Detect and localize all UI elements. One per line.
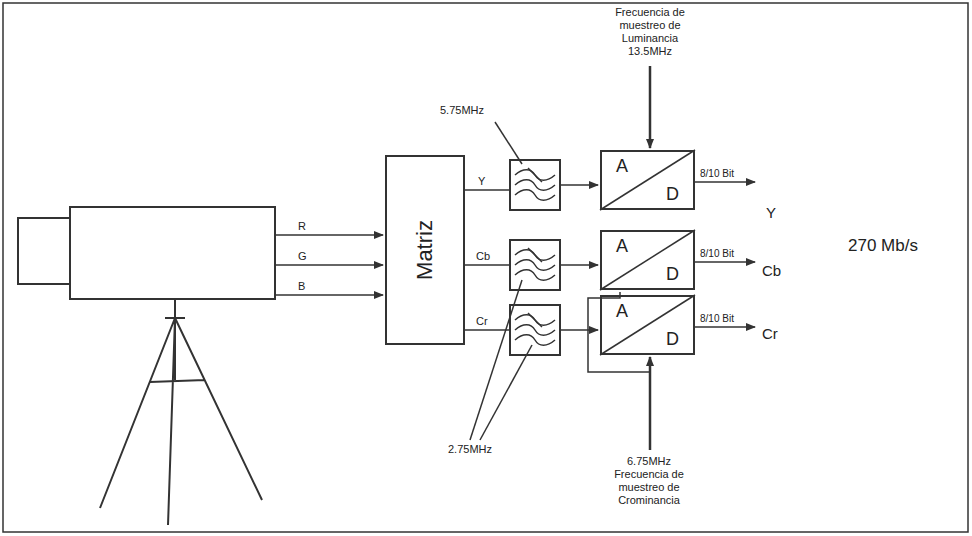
signal-name: Y xyxy=(766,204,776,222)
signal-name: Cr xyxy=(762,325,778,343)
signal-name: Cb xyxy=(762,262,781,280)
frame xyxy=(3,3,968,532)
converter-letter: A xyxy=(616,236,628,257)
converter-letter: A xyxy=(616,301,628,322)
lowpass-filters xyxy=(510,160,560,355)
signal-name: Y xyxy=(478,175,485,188)
bit-depth: 8/10 Bit xyxy=(700,167,734,180)
wires xyxy=(275,66,755,450)
converter-letter: D xyxy=(666,184,679,205)
ad-converter: AD xyxy=(600,230,695,290)
converter-letter: D xyxy=(666,264,679,285)
ad-diagonal xyxy=(600,230,695,290)
ad-diagonal xyxy=(600,150,695,210)
ad-converter: AD xyxy=(600,150,695,210)
camera xyxy=(18,207,275,525)
matrix-box: Matriz xyxy=(385,155,465,345)
box-title: Matriz xyxy=(412,220,438,280)
bit-depth: 8/10 Bit xyxy=(700,247,734,260)
bitrate: 270 Mb/s xyxy=(848,236,918,256)
signal-name: R xyxy=(298,220,306,233)
converter-letter: D xyxy=(666,329,679,350)
signal-name: G xyxy=(298,250,307,263)
signal-name: Cr xyxy=(476,315,488,328)
bit-depth: 8/10 Bit xyxy=(700,312,734,325)
clock-label: Frecuencia de muestreo de Luminancia 13.… xyxy=(610,6,690,58)
ad-converter: AD xyxy=(600,295,695,355)
signal-name: Cb xyxy=(476,250,490,263)
converter-letter: A xyxy=(616,156,628,177)
frequency-label: 2.75MHz xyxy=(448,443,492,456)
frequency-label: 5.75MHz xyxy=(440,104,484,117)
ad-diagonal xyxy=(600,295,695,355)
clock-label: 6.75MHz Frecuencia de muestreo de Cromin… xyxy=(608,455,690,507)
signal-name: B xyxy=(298,280,305,293)
